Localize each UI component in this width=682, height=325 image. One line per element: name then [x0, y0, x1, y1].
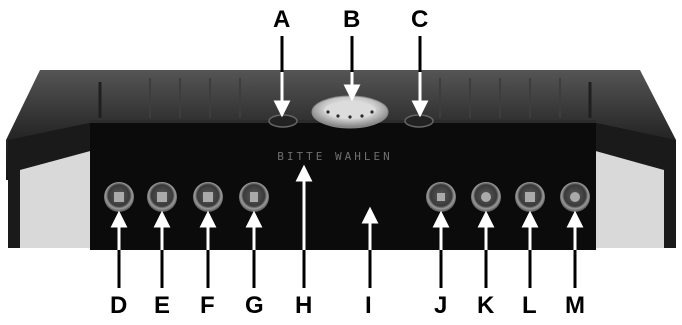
callout-label-k: K — [477, 292, 495, 319]
front-panel — [90, 120, 596, 250]
panel-button — [193, 182, 223, 212]
callout-label-g: G — [245, 292, 264, 319]
panel-button — [426, 182, 456, 212]
callout-label-h: H — [295, 292, 313, 319]
callout-label-e: E — [154, 292, 171, 319]
callout-label-b: B — [343, 6, 361, 33]
panel-button — [515, 182, 545, 212]
small-button-right — [404, 114, 434, 128]
callout-label-j: J — [434, 292, 448, 319]
callout-label-m: M — [565, 292, 585, 319]
callout-label-c: C — [411, 6, 429, 33]
panel-button — [239, 182, 269, 212]
panel-button — [104, 182, 134, 212]
callout-label-f: F — [200, 292, 215, 319]
callout-label-a: A — [273, 6, 291, 33]
panel-button — [471, 182, 501, 212]
callout-label-i: I — [365, 292, 372, 319]
panel-button — [147, 182, 177, 212]
small-button-left — [268, 114, 298, 128]
callout-label-d: D — [110, 292, 128, 319]
panel-display-text: BITTE WAHLEN — [277, 150, 393, 163]
panel-buttons — [104, 182, 590, 212]
panel-button — [560, 182, 590, 212]
callout-label-l: L — [522, 292, 537, 319]
top-ridges — [149, 78, 561, 118]
